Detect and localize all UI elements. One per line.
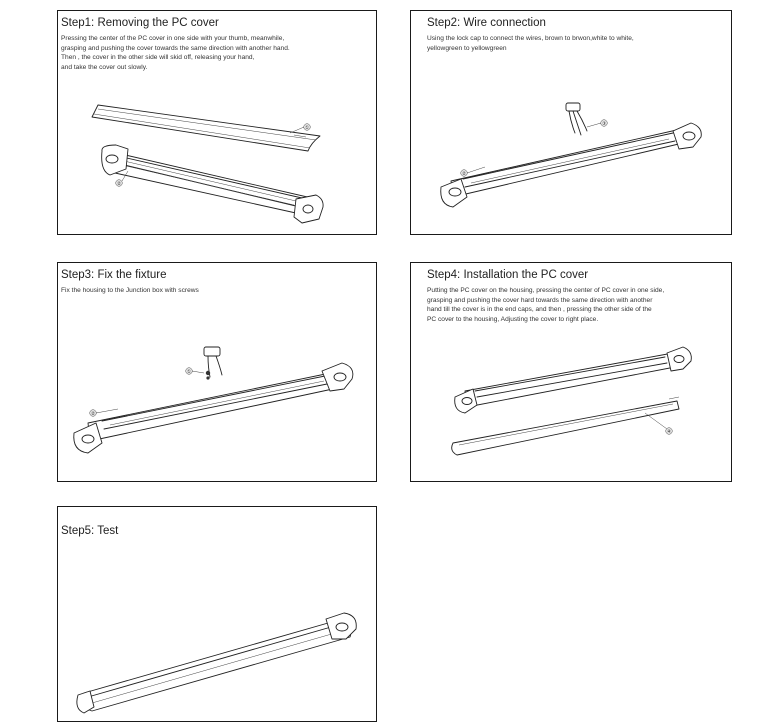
step2-instructions: Using the lock cap to connect the wires,… [427, 35, 634, 52]
step1-label-1: ① [305, 125, 310, 131]
step1-instructions: Pressing the center of the PC cover in o… [61, 35, 290, 71]
step2-label-2: ② [462, 171, 467, 177]
step2-illustration: ③ ② [440, 102, 702, 208]
assembled-fixture [76, 612, 357, 714]
step5-illustration [76, 612, 357, 714]
step3-title: Step3: Fix the fixture [61, 269, 167, 281]
step2-panel: Step2: Wire connection Using the lock ca… [410, 10, 732, 235]
housing-fixture [101, 144, 324, 224]
housing-fixture [73, 362, 354, 454]
pc-cover [451, 396, 680, 456]
step4-label-4: ④ [667, 429, 672, 435]
step3-label-2: ② [91, 411, 96, 417]
step4-illustration: ④ [451, 346, 692, 456]
step5-title: Step5: Test [61, 525, 119, 537]
junction-box [565, 102, 588, 136]
step1-illustration: ① ② [91, 104, 324, 224]
step3-illustration: ① ② [73, 346, 354, 454]
step4-instructions: Putting the PC cover on the housing, pre… [427, 287, 665, 323]
step1-label-2: ② [117, 181, 122, 187]
step2-label-3: ③ [602, 121, 607, 127]
step3-instructions: Fix the housing to the Junction box with… [61, 287, 199, 294]
step2-title: Step2: Wire connection [427, 17, 546, 29]
step3-panel: Step3: Fix the fixture Fix the housing t… [57, 262, 377, 482]
step3-label-1: ① [187, 369, 192, 375]
housing-fixture [454, 346, 692, 414]
step4-title: Step4: Installation the PC cover [427, 269, 589, 281]
housing-fixture [440, 122, 702, 208]
junction-box [203, 346, 223, 380]
step1-panel: Step1: Removing the PC cover Pressing th… [57, 10, 377, 235]
step4-panel: Step4: Installation the PC cover Putting… [410, 262, 732, 482]
step1-title: Step1: Removing the PC cover [61, 17, 219, 29]
step5-panel: Step5: Test [57, 506, 377, 722]
